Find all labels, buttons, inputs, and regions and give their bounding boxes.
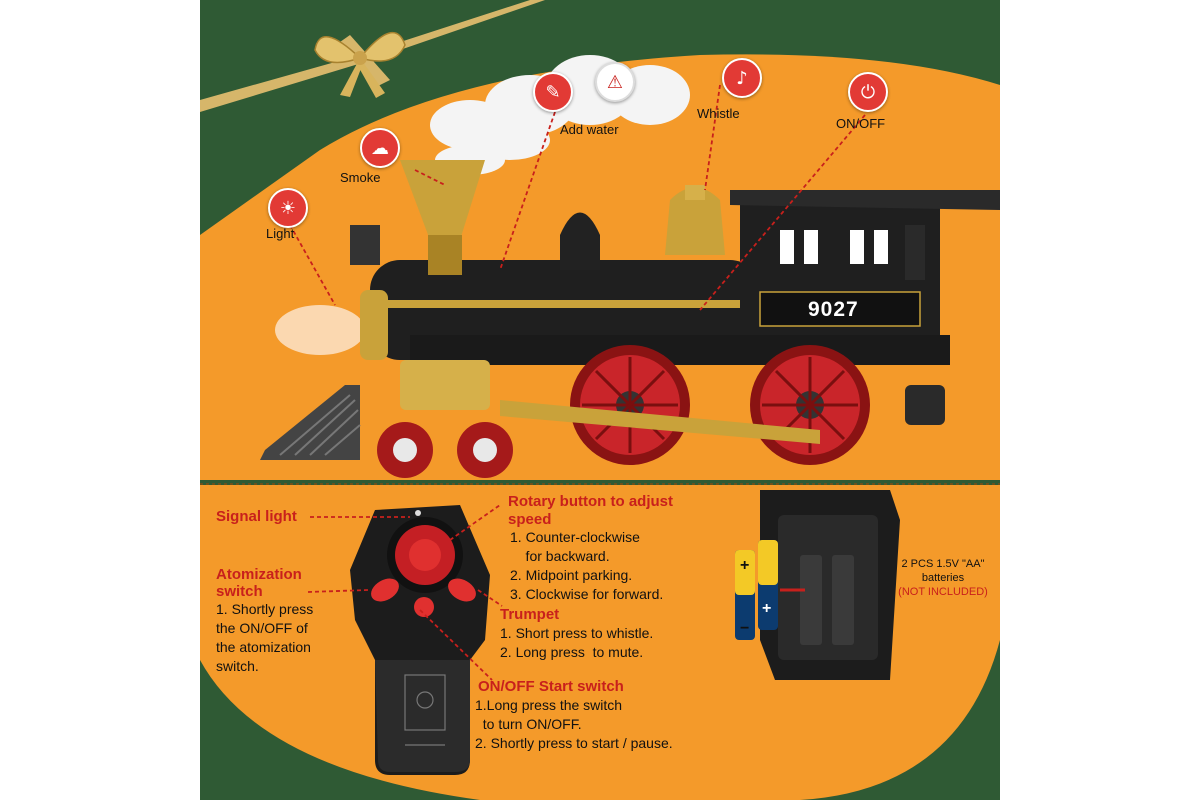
remote-control (307, 504, 503, 775)
callout-on-off: ON/OFF (836, 116, 886, 131)
onoff-step-2: 2. Shortly press to start / pause. (475, 735, 673, 751)
gift-bow (314, 32, 406, 98)
battery-minus: − (740, 620, 750, 637)
callout-add-water: Add water (560, 122, 619, 137)
smoke-cloud-icon: ☁ (360, 128, 400, 168)
callout-smoke: Smoke (340, 170, 381, 185)
atomization-line-2: the ON/OFF of (216, 620, 308, 636)
horn-icon: ♪ (722, 58, 762, 98)
battery-note-line-2: batteries (921, 572, 965, 584)
battery-compartment (735, 490, 900, 680)
rotary-step-1-cont: for backward. (510, 548, 610, 564)
onoff-step-1: 1.Long press the switch (475, 697, 623, 713)
trumpet-steps: 1. Short press to whistle. 2. Long press… (500, 624, 653, 662)
atomization-line-4: switch. (216, 658, 259, 674)
rotary-step-2: 2. Midpoint parking. (510, 567, 633, 583)
steam-locomotive (260, 160, 1000, 478)
callout-lines (289, 84, 866, 311)
sun-icon: ☀ (268, 188, 308, 228)
rotary-button-steps: 1. Counter-clockwise for backward. 2. Mi… (510, 528, 663, 604)
power-icon: ⏻ (848, 72, 888, 112)
on-off-start-switch-steps: 1.Long press the switch to turn ON/OFF. … (475, 696, 673, 753)
on-off-start-switch-title: ON/OFF Start switch (478, 678, 624, 695)
callout-light: Light (266, 226, 295, 241)
rotary-button-title: Rotary button to adjust speed (508, 493, 673, 528)
atomization-line-3: the atomization (216, 639, 311, 655)
atomization-switch-desc: 1. Shortly press the ON/OFF of the atomi… (216, 600, 313, 676)
battery-plus-bottom: + (762, 600, 772, 617)
battery-not-included: (NOT INCLUDED) (898, 586, 988, 598)
trumpet-title: Trumpet (500, 606, 560, 623)
atomization-line-1: 1. Shortly press (216, 601, 314, 617)
add-water-diagram-icon: ⚠ (595, 62, 635, 102)
rotary-step-3: 3. Clockwise for forward. (510, 586, 664, 602)
trumpet-step-2: 2. Long press to mute. (500, 644, 644, 660)
battery-plus-top: + (740, 557, 750, 574)
atomization-switch-title: Atomization switch (216, 566, 302, 600)
trumpet-step-1: 1. Short press to whistle. (500, 625, 654, 641)
dropper-icon: ✎ (533, 72, 573, 112)
battery-note-line-1: 2 PCS 1.5V "AA" (901, 558, 985, 570)
battery-note: 2 PCS 1.5V "AA" batteries (NOT INCLUDED) (888, 557, 998, 599)
product-infographic: ☀ Light ☁ Smoke ✎ ⚠ Add water ♪ Whistle … (200, 0, 1000, 800)
background-art (200, 0, 1000, 800)
onoff-step-1-cont: to turn ON/OFF. (475, 716, 582, 732)
signal-light-label: Signal light (216, 508, 297, 525)
callout-whistle: Whistle (697, 106, 740, 121)
train-number: 9027 (808, 298, 859, 321)
rotary-step-1: 1. Counter-clockwise (510, 529, 640, 545)
